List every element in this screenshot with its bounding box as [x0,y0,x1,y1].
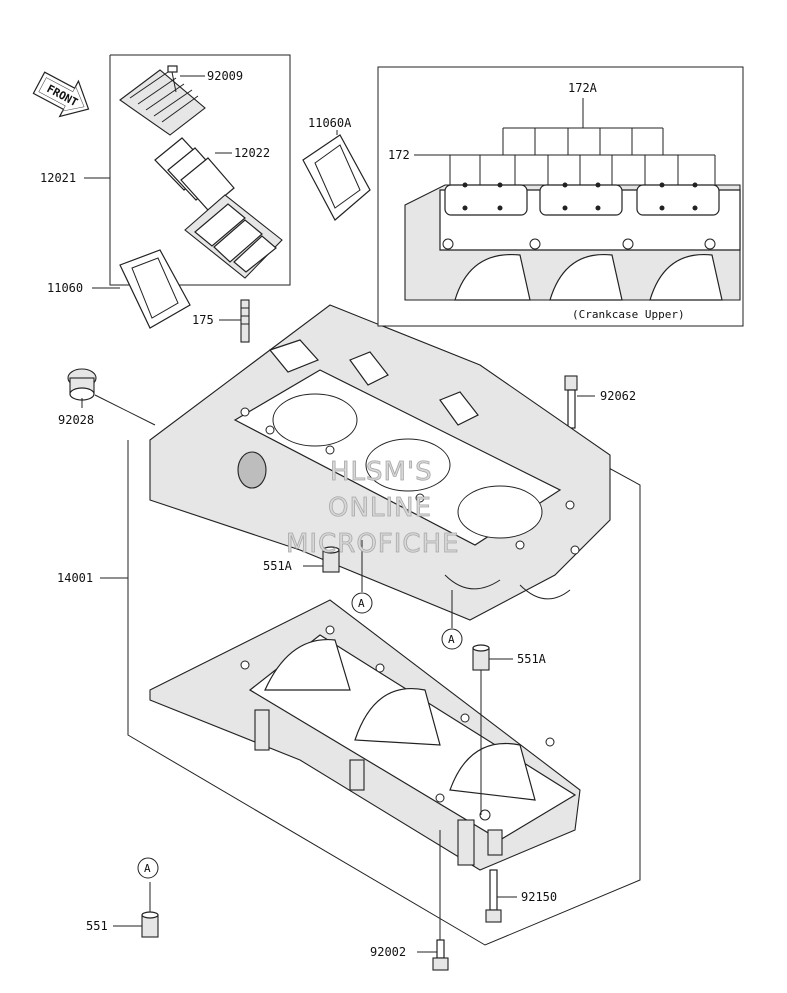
callout-14001: 14001 [57,571,93,585]
bolt-92150 [485,869,502,923]
ref-marker-a2: A [441,590,463,650]
dowel-551A-right [472,644,490,671]
screw-92009 [167,65,178,93]
bolt-92062 [564,375,578,429]
callout-551A-right: 551A [517,652,547,666]
svg-text:A: A [144,862,151,875]
svg-text:HLSM'S: HLSM'S [330,457,433,487]
svg-text:MICROFICHE: MICROFICHE [286,529,460,559]
svg-text:A: A [448,633,455,646]
callout-11060: 11060 [47,281,83,295]
callout-92062: 92062 [600,389,636,403]
svg-text:ONLINE: ONLINE [328,493,432,523]
stud-175 [240,299,250,343]
callout-92002: 92002 [370,945,406,959]
crankcase-assembly-frame [127,440,641,946]
inset-leaders [418,98,716,185]
inset-crankcase-drawing [404,182,741,301]
dowel-551 [141,911,159,938]
gasket-11060 [119,249,191,329]
callout-175: 175 [192,313,214,327]
callout-92028: 92028 [58,413,94,427]
bolt-92002 [432,830,449,971]
callout-11060A: 11060A [308,116,352,130]
reed-kit-frame [109,54,291,286]
callout-172A: 172A [568,81,598,95]
reed-petals [154,137,235,211]
inset-caption: (Crankcase Upper) [572,308,685,321]
callout-12021: 12021 [40,171,76,185]
front-arrow-icon: FRONT [32,71,90,118]
callout-551: 551 [86,919,108,933]
callout-551A-left: 551A [263,559,293,573]
crankcase-lower [149,599,581,871]
svg-text:A: A [358,597,365,610]
ref-marker-a1: A [351,540,373,614]
watermark: HLSM'S ONLINE MICROFICHE [286,457,460,560]
crankcase-upper [149,304,611,621]
ref-marker-a3: A [137,857,159,879]
callout-172: 172 [388,148,410,162]
callout-92150: 92150 [521,890,557,904]
reed-cage [184,194,283,279]
plug-92028 [67,368,97,401]
dowel-551A-left [322,546,340,573]
gasket-11060A [302,134,371,221]
callout-12022: 12022 [234,146,270,160]
callout-92009: 92009 [207,69,243,83]
reed-stopper-plate [119,69,206,136]
